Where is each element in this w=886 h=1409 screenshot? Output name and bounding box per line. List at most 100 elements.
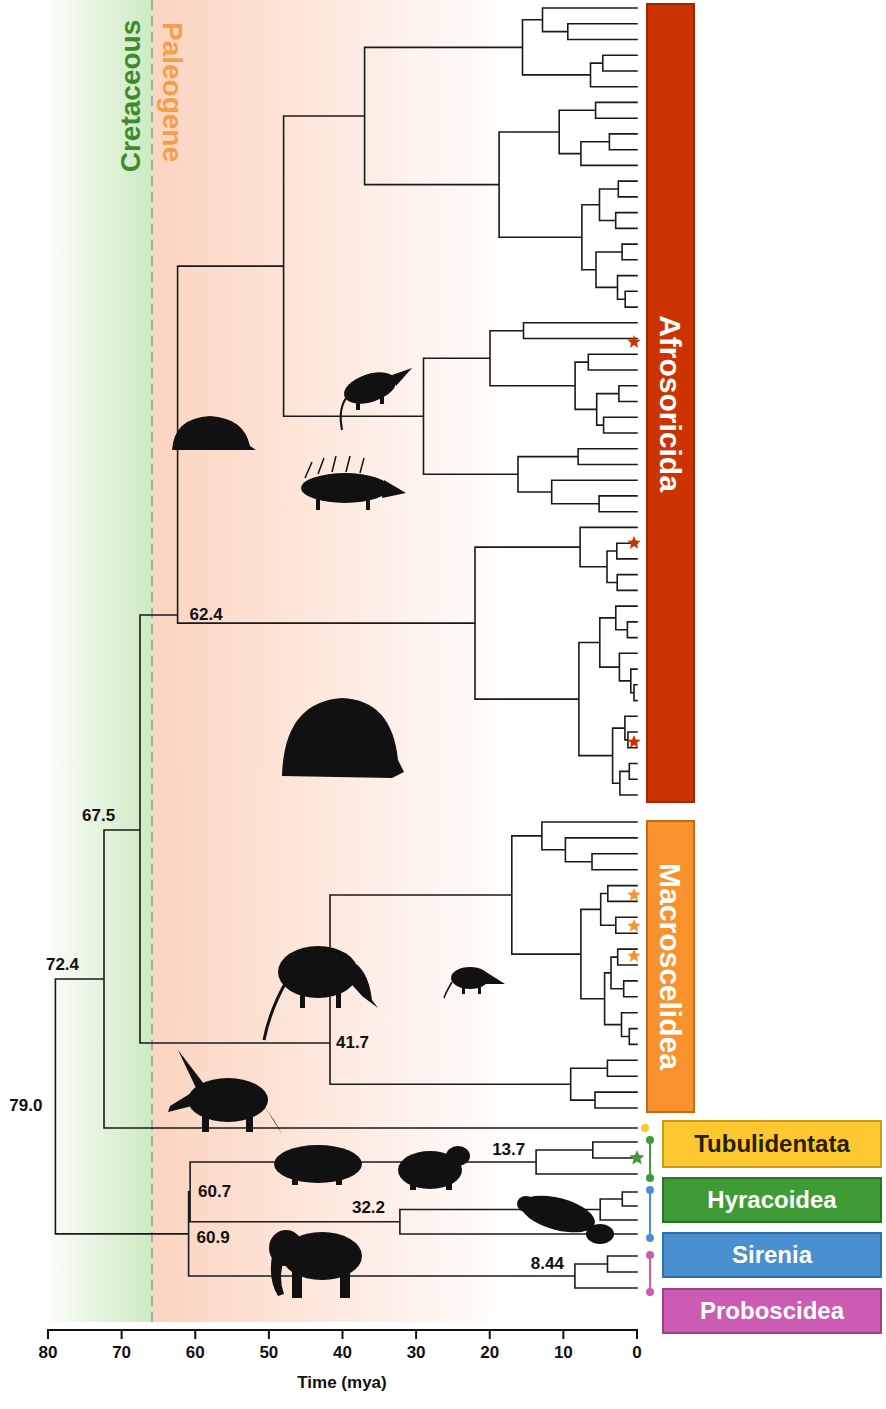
- tip-markers: [629, 1150, 644, 1165]
- tip-markers: [649, 1190, 651, 1238]
- node-age: 32.2: [352, 1198, 385, 1218]
- golden-mole-silhouette: [340, 366, 412, 430]
- rock-hyrax-silhouette: [446, 1146, 470, 1166]
- clade-box: Afrosoricida: [646, 3, 695, 803]
- axis-tick-label: 30: [407, 1343, 426, 1363]
- node-age: 8.44: [531, 1254, 564, 1274]
- axis-tick-label: 20: [480, 1343, 499, 1363]
- axis-tick-label: 60: [186, 1343, 205, 1363]
- axis-tick-label: 70: [112, 1343, 131, 1363]
- streaked-tenrec-silhouette: [301, 473, 389, 503]
- time-axis: [121, 1330, 123, 1339]
- node-age: 60.9: [197, 1228, 230, 1248]
- tip-markers: [646, 1136, 654, 1144]
- time-axis: [47, 1330, 49, 1339]
- clade-name: Proboscidea: [700, 1298, 844, 1324]
- golden-mole-silhouette: [356, 398, 360, 410]
- hyrax-silhouette: [292, 1175, 298, 1185]
- tip-markers: [649, 1140, 651, 1178]
- axis-tick-label: 0: [632, 1343, 641, 1363]
- axis-tick-label: 10: [554, 1343, 573, 1363]
- period-label: Paleogene: [162, 22, 182, 162]
- node-age: 79.0: [9, 1096, 42, 1116]
- streaked-tenrec-silhouette: [301, 456, 406, 510]
- aardvark-silhouette: [168, 1090, 200, 1112]
- rock-hyrax-silhouette: [446, 1182, 452, 1190]
- sengi-silhouette: [462, 986, 465, 994]
- sengi-silhouette: [484, 972, 505, 984]
- tip-markers: [627, 335, 640, 348]
- streaked-tenrec-silhouette: [305, 456, 364, 478]
- sengi-silhouette: [444, 967, 505, 998]
- manatee-silhouette: [517, 1196, 535, 1212]
- kpg-boundary: [151, 0, 153, 1322]
- tip-markers: [646, 1234, 654, 1242]
- phylogeny: [55, 8, 637, 1288]
- time-axis: [489, 1330, 491, 1339]
- axis-tick-label: 40: [333, 1343, 352, 1363]
- elephant-silhouette: [292, 1270, 302, 1298]
- sengi-silhouette: [451, 967, 489, 989]
- tip-markers: [641, 1124, 649, 1132]
- aardvark-silhouette: [202, 1112, 209, 1132]
- axis-tick-label: 50: [259, 1343, 278, 1363]
- aardvark-silhouette: [178, 1050, 204, 1088]
- tenrec-silhouette: [282, 698, 404, 778]
- elephant-silhouette: [340, 1270, 350, 1298]
- tip-markers: [649, 1255, 651, 1292]
- rock-hyrax-silhouette: [410, 1182, 416, 1190]
- elephant-shrew-silhouette: [300, 990, 305, 1008]
- time-axis: [562, 1330, 564, 1339]
- node-age: 67.5: [82, 806, 115, 826]
- phylogeny: [55, 8, 637, 1288]
- clade-box: Proboscidea: [662, 1288, 882, 1334]
- aardvark-silhouette: [262, 1104, 282, 1134]
- time-axis: [415, 1330, 417, 1339]
- cretaceous-band: [0, 0, 152, 1322]
- clade-box: Tubulidentata: [662, 1120, 882, 1168]
- streaked-tenrec-silhouette: [316, 498, 320, 510]
- golden-mole-silhouette: [392, 368, 412, 386]
- manatee-silhouette: [586, 1224, 614, 1244]
- node-age: 13.7: [492, 1140, 525, 1160]
- time-axis: [268, 1330, 270, 1339]
- tip-markers: [646, 1251, 654, 1259]
- period-label: Cretaceous: [121, 20, 141, 173]
- elephant-silhouette: [271, 1256, 284, 1296]
- golden-mole-silhouette: [340, 366, 400, 409]
- hedgehog-tenrec-silhouette: [172, 416, 256, 450]
- clade-box: Sirenia: [662, 1232, 882, 1278]
- node-age: 60.7: [198, 1182, 231, 1202]
- hyrax-silhouette: [274, 1145, 362, 1183]
- clade-box: Macroscelidea: [646, 820, 695, 1113]
- time-axis: [194, 1330, 196, 1339]
- golden-mole-silhouette: [341, 398, 346, 430]
- hyrax-silhouette: [274, 1145, 362, 1185]
- axis-tick-label: 80: [39, 1343, 58, 1363]
- tip-markers: [627, 949, 640, 962]
- axis-title: Time (mya): [297, 1373, 386, 1393]
- node-age: 72.4: [46, 955, 79, 975]
- hyrax-silhouette: [336, 1175, 342, 1185]
- paleogene-band: [152, 0, 520, 1322]
- tip-markers: [627, 735, 640, 748]
- clade-name: Macroscelidea: [654, 863, 687, 1070]
- tip-markers: [627, 536, 640, 549]
- clade-box: Hyracoidea: [662, 1177, 882, 1223]
- clade-name: Afrosoricida: [654, 315, 687, 492]
- clade-name: Tubulidentata: [694, 1131, 850, 1157]
- streaked-tenrec-silhouette: [382, 480, 406, 498]
- hedgehog-tenrec-silhouette: [172, 416, 256, 450]
- elephant-shrew-silhouette: [264, 982, 286, 1040]
- aardvark-silhouette: [246, 1112, 253, 1132]
- tip-markers: [646, 1174, 654, 1182]
- clade-name: Sirenia: [732, 1242, 812, 1268]
- time-axis: [47, 1330, 638, 1339]
- time-axis: [636, 1330, 638, 1339]
- elephant-silhouette: [269, 1230, 362, 1298]
- aardvark-silhouette: [168, 1050, 282, 1134]
- sengi-silhouette: [444, 982, 452, 998]
- streaked-tenrec-silhouette: [366, 498, 370, 510]
- golden-mole-silhouette: [380, 392, 384, 404]
